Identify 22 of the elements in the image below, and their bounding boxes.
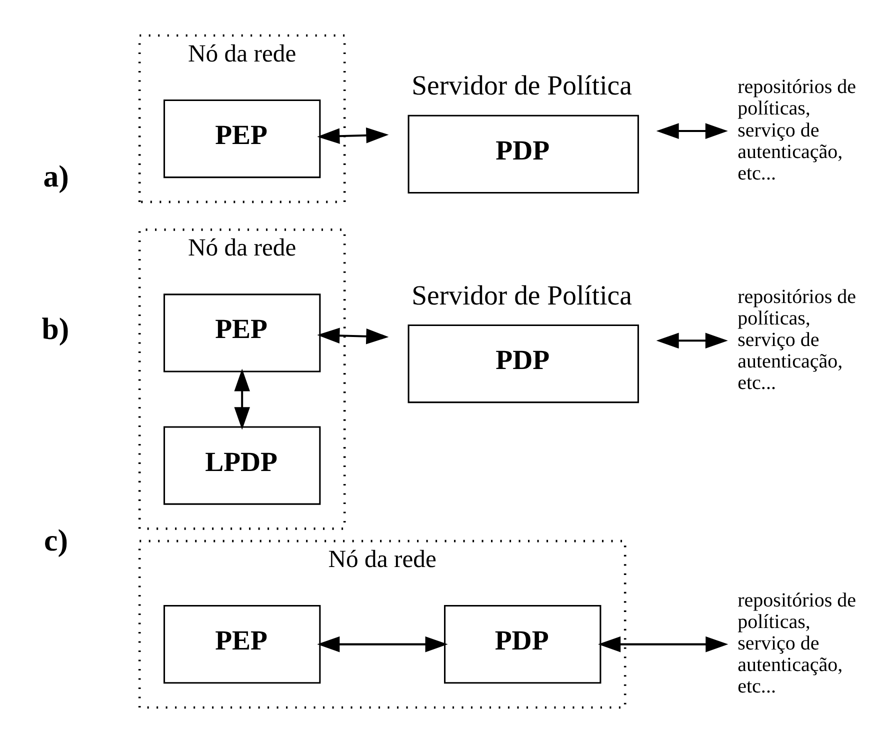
arrow (317, 327, 389, 344)
node-box: PEP (163, 98, 321, 178)
node-box: PEP (163, 293, 321, 372)
arrow (317, 636, 448, 652)
node-text: repositórios de políticas, serviço de autenticação, etc... (738, 285, 856, 394)
arrow (317, 126, 389, 144)
label: c) (44, 522, 68, 557)
node-box: PDP (408, 324, 639, 403)
label: a) (43, 159, 69, 194)
node-box: PEP (163, 604, 321, 684)
node-label: Servidor de Política (412, 70, 632, 102)
arrow (656, 122, 728, 138)
node-label: Servidor de Política (412, 280, 632, 311)
arrow (598, 636, 728, 652)
arrow (234, 368, 250, 430)
node-text: repositórios de políticas, serviço de autenticação, etc... (738, 588, 856, 698)
node-box: LPDP (163, 426, 321, 504)
node-box: PDP (408, 114, 639, 193)
label: b) (42, 312, 70, 346)
arrow (656, 332, 728, 348)
node-box: PDP (444, 604, 602, 684)
node-text: repositórios de políticas, serviço de autenticação, etc... (738, 76, 856, 184)
